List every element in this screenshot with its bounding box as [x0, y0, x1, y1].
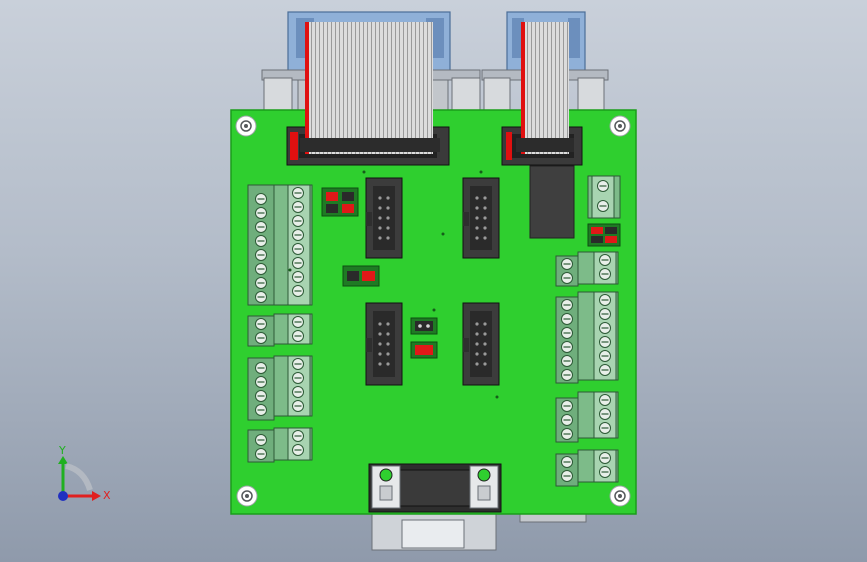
- right-terminal-screw-icon: [560, 427, 574, 441]
- left-terminal-screw-icon: [254, 220, 268, 234]
- right-terminal-screw-icon: [560, 399, 574, 413]
- right-terminal-screw-icon: [560, 368, 574, 382]
- left-terminal-top-screw-icon: [291, 200, 305, 214]
- right-terminal-top-screw-icon: [598, 349, 612, 363]
- jumper-block-2: [342, 265, 380, 287]
- y-axis-arrowhead: [58, 456, 68, 464]
- right-terminal-top-screw-icon: [598, 267, 612, 281]
- right-terminal-screw-icon: [560, 312, 574, 326]
- right-terminal-top-screw-icon: [598, 465, 612, 479]
- right-terminal-screw-icon: [560, 413, 574, 427]
- right-terminal-screw-icon: [560, 271, 574, 285]
- mount-hole-bottom-right: [609, 485, 631, 507]
- right-terminal-top-screw-icon: [598, 421, 612, 435]
- left-terminal-top-screw-icon: [291, 228, 305, 242]
- right-terminal-screw-icon: [560, 298, 574, 312]
- left-terminal-screw-icon: [254, 361, 268, 375]
- right-terminal-screw-icon: [560, 340, 574, 354]
- left-terminal-top-screw-icon: [291, 242, 305, 256]
- ribbon-cable-right: [516, 22, 574, 154]
- terminal-blocks-right: [555, 175, 621, 487]
- coordinate-triad[interactable]: Y X: [58, 444, 111, 502]
- right-terminal-top-screw-icon: [598, 321, 612, 335]
- left-terminal-screw-icon: [254, 389, 268, 403]
- right-terminal-screw-icon: [560, 455, 574, 469]
- mount-hole-top-right: [609, 115, 631, 137]
- left-terminal-top-screw-icon: [291, 443, 305, 457]
- left-terminal-top-screw-icon: [291, 256, 305, 270]
- box-header-4: [462, 302, 500, 386]
- db-connector-bottom: [368, 463, 502, 513]
- mount-hole-top-left: [235, 115, 257, 137]
- left-terminal-screw-icon: [254, 433, 268, 447]
- left-terminal-screw-icon: [254, 206, 268, 220]
- left-terminal-top-screw-icon: [291, 315, 305, 329]
- jumper-block-5: [587, 223, 621, 247]
- left-terminal-screw-icon: [254, 403, 268, 417]
- right-terminal-top-screw-icon: [598, 393, 612, 407]
- right-terminal-screw-icon: [560, 469, 574, 483]
- box-header-1: [365, 177, 403, 259]
- right-terminal-top-screw-icon: [598, 335, 612, 349]
- left-terminal-screw-icon: [254, 447, 268, 461]
- left-terminal-screw-icon: [254, 375, 268, 389]
- left-terminal-screw-icon: [254, 248, 268, 262]
- left-terminal-top-screw-icon: [291, 385, 305, 399]
- jumper-block-4: [410, 341, 438, 359]
- ic-module: [529, 165, 575, 239]
- origin-icon: [58, 491, 68, 501]
- right-terminal-screw-icon: [560, 354, 574, 368]
- right-terminal-top-screw-icon: [598, 451, 612, 465]
- left-terminal-top-screw-icon: [291, 214, 305, 228]
- left-terminal-top-screw-icon: [291, 399, 305, 413]
- right-terminal-top-screw-icon: [598, 293, 612, 307]
- jumper-block-1: [321, 187, 359, 217]
- vias: [288, 170, 499, 399]
- box-header-2: [462, 177, 500, 259]
- left-terminal-top-screw-icon: [291, 329, 305, 343]
- x-axis-arrowhead: [92, 491, 101, 501]
- right-terminal-screw-icon: [560, 326, 574, 340]
- left-terminal-top-screw-icon: [291, 371, 305, 385]
- mount-hole-bottom-left: [236, 485, 258, 507]
- left-terminal-screw-icon: [254, 262, 268, 276]
- left-terminal-top-screw-icon: [291, 270, 305, 284]
- left-terminal-top-screw-icon: [291, 284, 305, 298]
- right-terminal-top-screw-icon: [596, 199, 610, 213]
- box-header-3: [365, 302, 403, 386]
- right-terminal-top-screw-icon: [598, 307, 612, 321]
- right-terminal-top-screw-icon: [596, 179, 610, 193]
- jumper-block-3: [410, 317, 438, 335]
- left-terminal-screw-icon: [254, 331, 268, 345]
- left-terminal-screw-icon: [254, 317, 268, 331]
- ribbon-cable-left: [300, 22, 440, 154]
- left-terminal-screw-icon: [254, 192, 268, 206]
- left-terminal-screw-icon: [254, 290, 268, 304]
- y-axis-label: Y: [58, 444, 66, 457]
- left-terminal-top-screw-icon: [291, 429, 305, 443]
- right-terminal-top-screw-icon: [598, 363, 612, 377]
- right-terminal-screw-icon: [560, 257, 574, 271]
- left-terminal-screw-icon: [254, 234, 268, 248]
- left-terminal-top-screw-icon: [291, 186, 305, 200]
- x-axis-label: X: [103, 489, 111, 502]
- right-terminal-top-screw-icon: [598, 253, 612, 267]
- left-terminal-top-screw-icon: [291, 357, 305, 371]
- right-terminal-top-screw-icon: [598, 407, 612, 421]
- left-terminal-screw-icon: [254, 276, 268, 290]
- rotation-arc: [65, 463, 93, 491]
- terminal-blocks-left: [247, 184, 313, 463]
